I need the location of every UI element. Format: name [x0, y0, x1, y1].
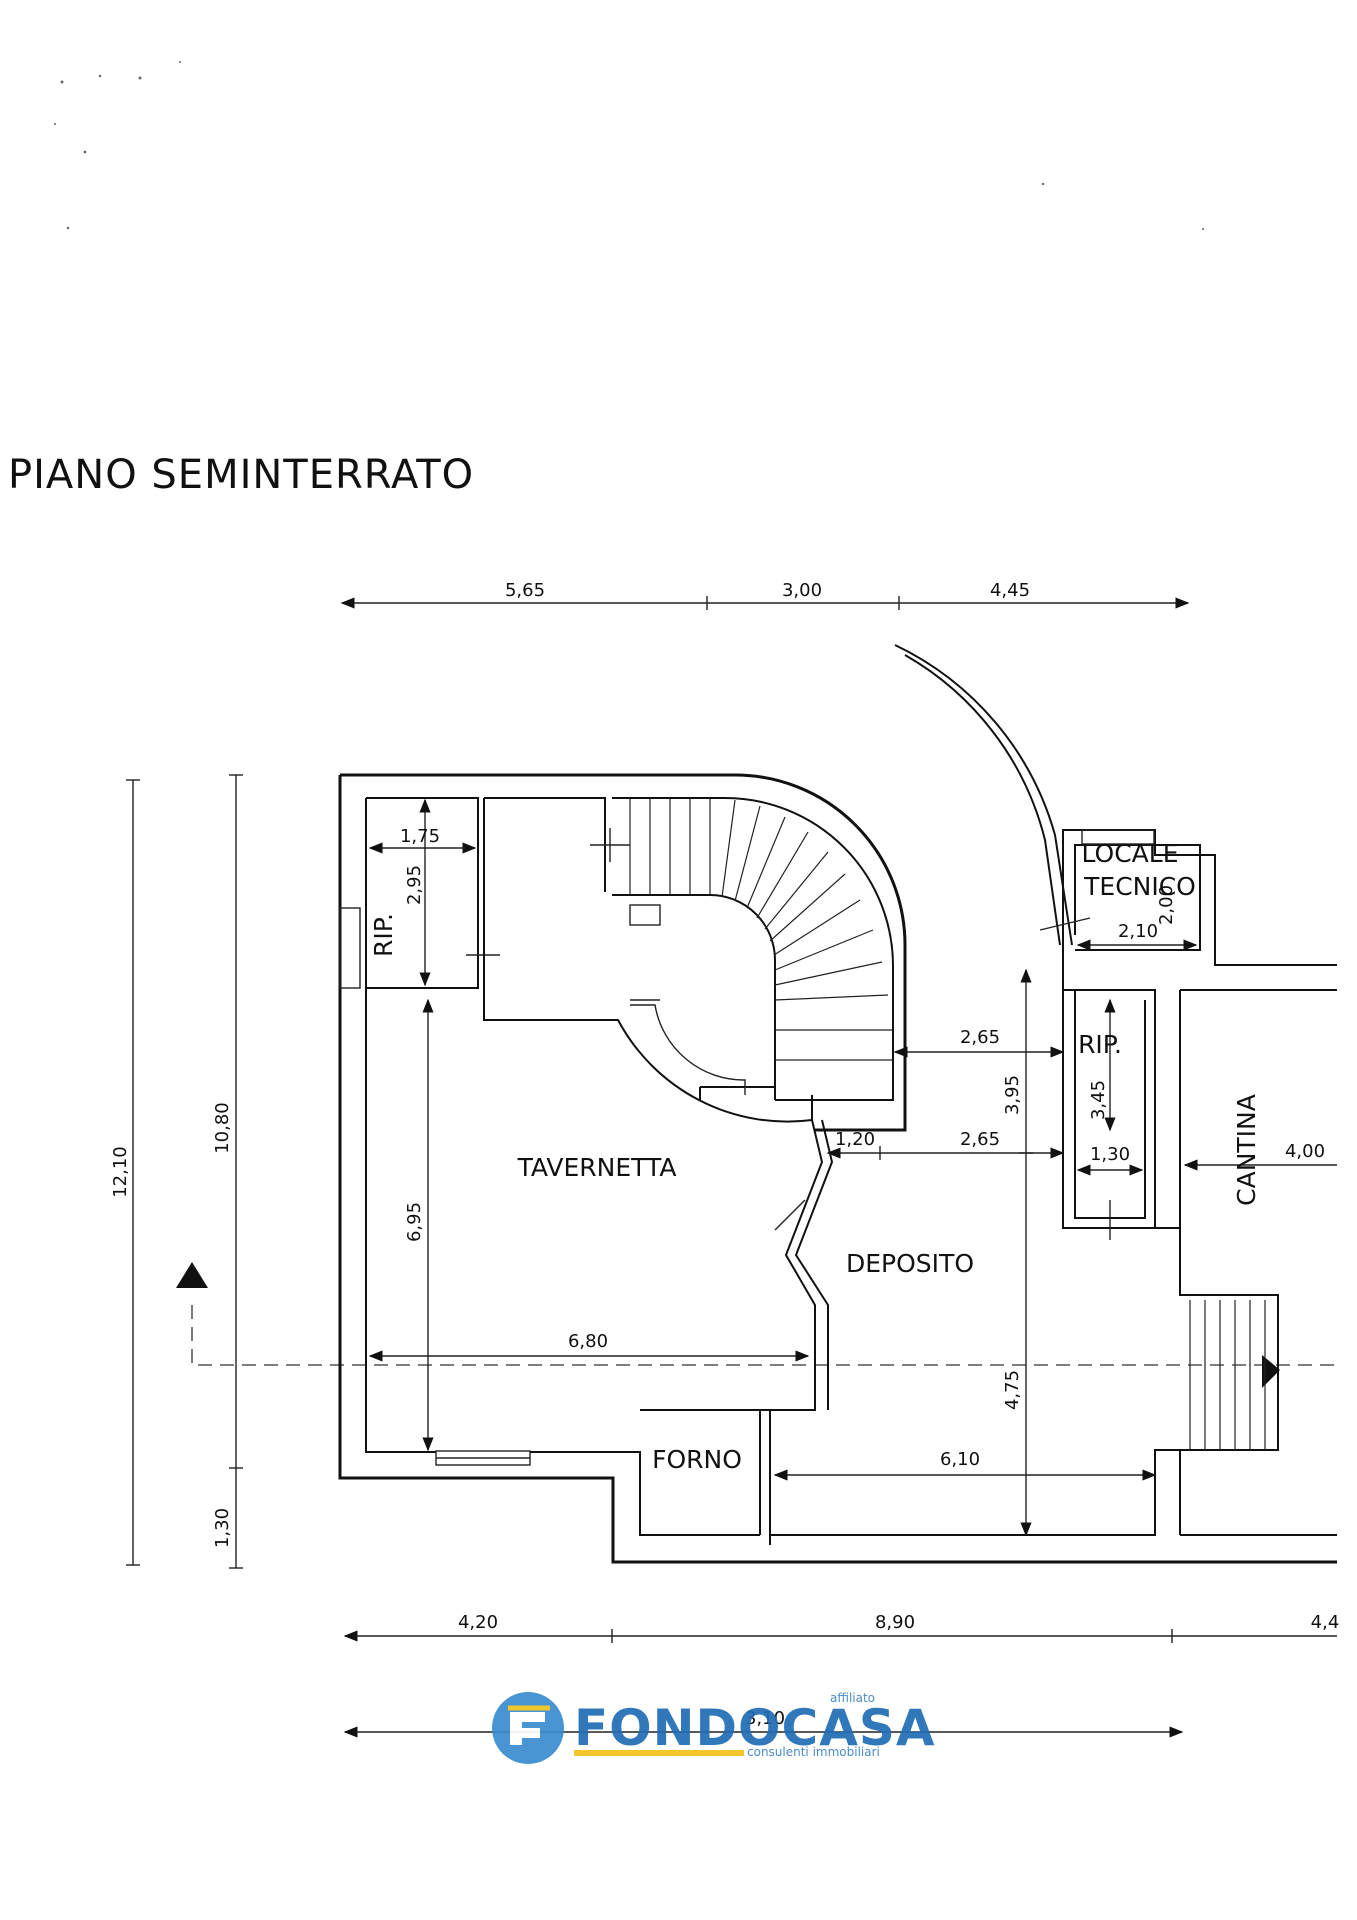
dim-rip-right-h: 3,45	[1088, 1080, 1109, 1120]
dim-top-3: 4,45	[990, 580, 1030, 601]
dim-stair-gap: 2,65	[960, 1027, 1000, 1048]
room-locale-tecnico-2: TECNICO	[1083, 872, 1196, 901]
left-dimension-lines: 12,10 10,80 1,30	[110, 774, 243, 1569]
dim-left-bottom: 1,30	[212, 1508, 233, 1548]
rip-right-room: 3,45 1,30 RIP.	[1062, 945, 1180, 1240]
room-forno: FORNO	[652, 1445, 742, 1474]
dim-top-2: 3,00	[782, 580, 822, 601]
deposito-room: DEPOSITO 2,65 1,20 2,65 3,95 4,75 6,10	[770, 968, 1181, 1537]
dim-deposito-top-a: 1,20	[835, 1129, 875, 1150]
room-deposito: DEPOSITO	[846, 1249, 974, 1278]
room-locale-tecnico-1: LOCALE	[1082, 839, 1179, 868]
dim-locale-h: 2,00	[1156, 885, 1177, 925]
room-rip-left: RIP.	[369, 913, 398, 957]
dim-tavernetta-width: 6,80	[568, 1331, 608, 1352]
dim-bottom-3: 4,4	[1311, 1612, 1340, 1633]
logo-subtitle: consulenti immobiliari	[747, 1745, 880, 1759]
dim-tavernetta-height: 6,95	[404, 1202, 425, 1242]
dim-deposito-top-b: 2,65	[960, 1129, 1000, 1150]
section-marker-right	[1262, 1355, 1280, 1388]
dim-locale-w: 2,10	[1118, 921, 1158, 942]
top-dimension-line: 5,65 3,00 4,45	[340, 580, 1190, 610]
outer-walls	[338, 773, 1337, 1564]
scan-specks	[54, 61, 1204, 230]
room-rip-right: RIP.	[1078, 1030, 1122, 1059]
logo-tag: affiliato	[830, 1691, 875, 1705]
dim-rip-right-w: 1,30	[1090, 1144, 1130, 1165]
tavernetta-room: TAVERNETTA 6,95 6,80	[368, 998, 834, 1545]
dim-rip-height: 2,95	[404, 865, 425, 905]
dim-cantina-w: 4,00	[1285, 1141, 1325, 1162]
dim-deposito-width: 6,10	[940, 1449, 980, 1470]
dim-top-1: 5,65	[505, 580, 545, 601]
dim-bottom-1: 4,20	[458, 1612, 498, 1633]
dim-deposito-h1: 3,95	[1002, 1075, 1023, 1115]
dim-left-inner: 10,80	[212, 1102, 233, 1154]
locale-tecnico-room: 2,10 2,00 LOCALE TECNICO	[894, 644, 1337, 966]
dim-bottom-2: 8,90	[875, 1612, 915, 1633]
rip-left-room: 1,75 2,95 RIP.	[366, 797, 500, 989]
dim-deposito-h2: 4,75	[1002, 1370, 1023, 1410]
fondocasa-logo: FONDOCASA affiliato consulenti immobilia…	[492, 1691, 936, 1764]
dim-rip-width: 1,75	[400, 826, 440, 847]
cantina-room: 4,00 CANTINA	[1179, 989, 1337, 1536]
forno-room: FORNO	[640, 1409, 771, 1535]
page-title: PIANO SEMINTERRATO	[8, 452, 475, 498]
section-marker-left	[176, 1262, 1340, 1366]
room-tavernetta: TAVERNETTA	[517, 1153, 677, 1182]
dim-bottom-total: 3,10	[745, 1708, 785, 1729]
room-cantina: CANTINA	[1232, 1094, 1261, 1206]
staircase	[483, 797, 894, 1123]
bottom-dimension-lines: 4,20 8,90 4,4 3,10	[343, 1612, 1340, 1738]
logo-wordmark: FONDOCASA	[574, 1699, 936, 1757]
dim-left-total: 12,10	[110, 1146, 131, 1198]
